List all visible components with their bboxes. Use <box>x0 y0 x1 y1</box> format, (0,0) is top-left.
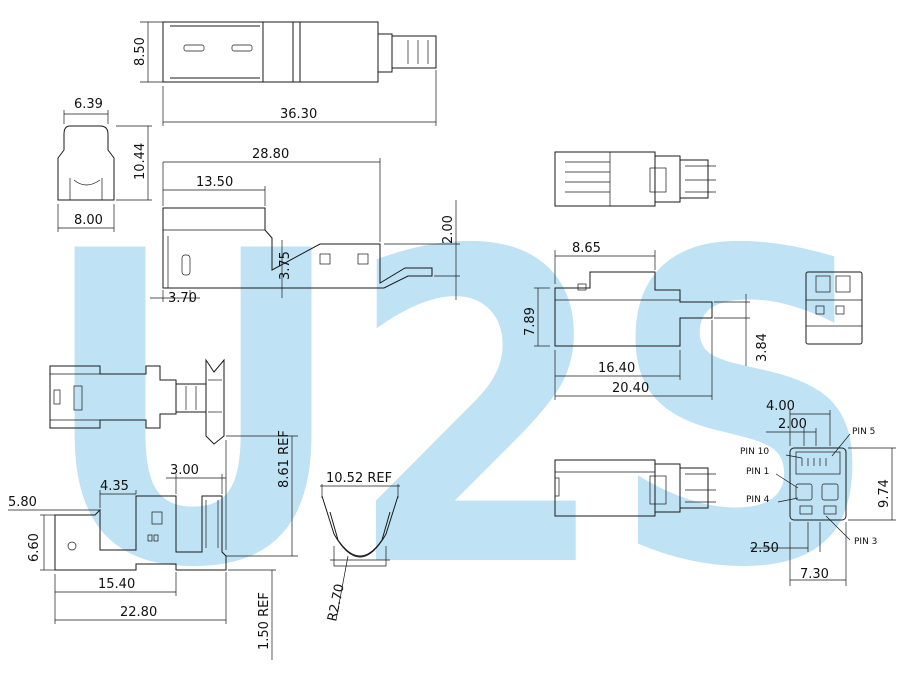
dim-right-height: 7.89 <box>523 307 538 336</box>
watermark: U2S <box>40 162 880 662</box>
dim-side-offset: 3.70 <box>168 291 197 306</box>
dim-open-height: 8.61 REF <box>277 430 292 488</box>
right-top-view <box>554 151 716 207</box>
dim-right-tab: 3.84 <box>755 333 770 362</box>
dim-right-width: 8.65 <box>572 241 601 256</box>
dim-top-height: 8.50 <box>133 37 148 66</box>
front-view: 6.39 10.44 8.00 <box>57 97 152 232</box>
dim-front-width: 6.39 <box>74 97 103 112</box>
pin-label-4: PIN 4 <box>746 495 770 505</box>
dim-side-length: 28.80 <box>252 147 289 162</box>
dim-top-length: 36.30 <box>280 107 317 122</box>
right-side-view: 8.65 7.89 16.40 20.40 3.84 <box>523 241 770 400</box>
dim-open-bottom: 1.50 REF <box>257 592 272 650</box>
dim-side-inner: 13.50 <box>196 175 233 190</box>
dim-open-side: 6.60 <box>27 533 42 562</box>
dim-side-step: 3.75 <box>278 251 293 280</box>
dim-open-len1: 15.40 <box>98 577 135 592</box>
dim-pin-width: 7.30 <box>800 567 829 582</box>
dim-open-tab: 3.00 <box>170 463 199 478</box>
pinout-view: 4.00 2.00 9.74 2.50 7.30 PIN 10 PIN 5 PI… <box>740 399 896 586</box>
dim-pin-pitch: 4.00 <box>766 399 795 414</box>
pin-label-5: PIN 5 <box>852 427 875 437</box>
dim-open-len2: 22.80 <box>120 605 157 620</box>
dim-open-offset: 5.80 <box>8 495 37 510</box>
watermark-text: U2S <box>40 162 880 662</box>
dim-front-height: 10.44 <box>133 143 148 180</box>
dim-right-length: 16.40 <box>598 361 635 376</box>
dim-pin-offset: 2.50 <box>750 541 779 556</box>
dim-crimp-width: 10.52 REF <box>326 471 392 486</box>
connector-bottom-view <box>554 459 716 517</box>
dim-open-width: 4.35 <box>100 479 129 494</box>
pin-label-10: PIN 10 <box>740 447 769 457</box>
end-view <box>805 271 863 345</box>
side-view: 28.80 13.50 2.00 3.75 3.70 <box>150 147 460 306</box>
open-view: 8.61 REF 5.80 4.35 3.00 6.60 15.40 22.80… <box>8 430 298 660</box>
pin-label-3: PIN 3 <box>854 537 877 547</box>
dim-front-base: 8.00 <box>74 213 103 228</box>
dim-pin-side: 9.74 <box>877 479 892 508</box>
pin-label-1: PIN 1 <box>746 467 769 477</box>
dim-pin-pitch2: 2.00 <box>778 417 807 432</box>
dim-right-total: 20.40 <box>612 381 649 396</box>
top-view: 8.50 36.30 <box>133 21 437 126</box>
dim-side-rise: 2.00 <box>441 215 456 244</box>
assembly-view <box>49 358 225 445</box>
